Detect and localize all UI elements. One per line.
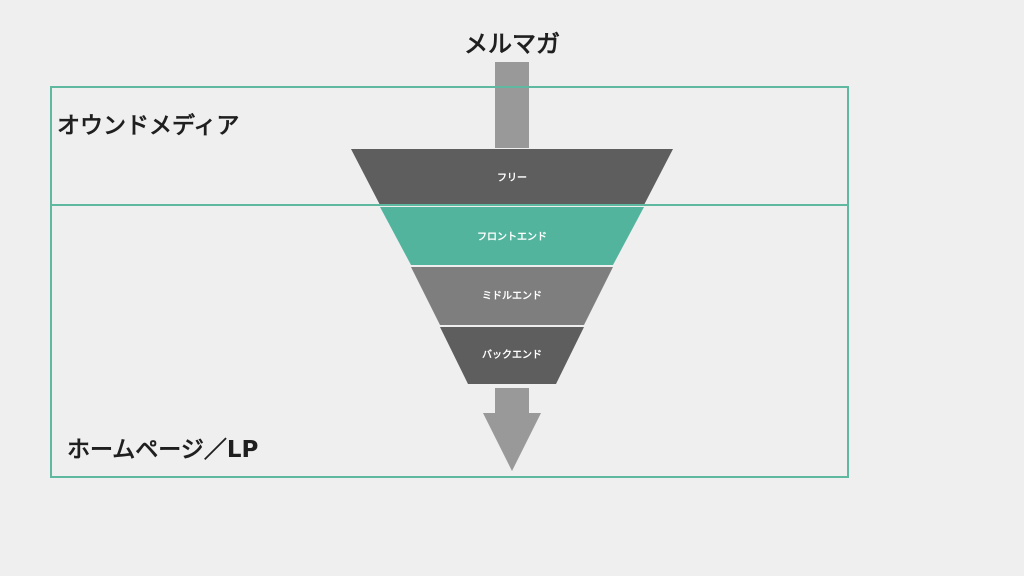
input-arrow [495, 62, 529, 148]
funnel-tier-free-label: フリー [497, 172, 527, 184]
funnel-tier-frontend [380, 207, 644, 265]
funnel-tier-backend [440, 327, 584, 384]
owned-media-label: オウンドメディア [57, 113, 240, 139]
homepage-zone [50, 204, 849, 478]
funnel-tier-middleend [411, 267, 613, 325]
top-label: メルマガ [464, 30, 560, 58]
output-arrow [483, 388, 541, 471]
funnel-tier-frontend-label: フロントエンド [477, 231, 547, 243]
funnel-tier-free [351, 149, 673, 205]
funnel-tier-middleend-label: ミドルエンド [482, 290, 542, 302]
funnel-tier-backend-label: バックエンド [482, 349, 542, 361]
homepage-label: ホームページ／LP [67, 437, 259, 463]
owned-media-zone [50, 86, 849, 206]
